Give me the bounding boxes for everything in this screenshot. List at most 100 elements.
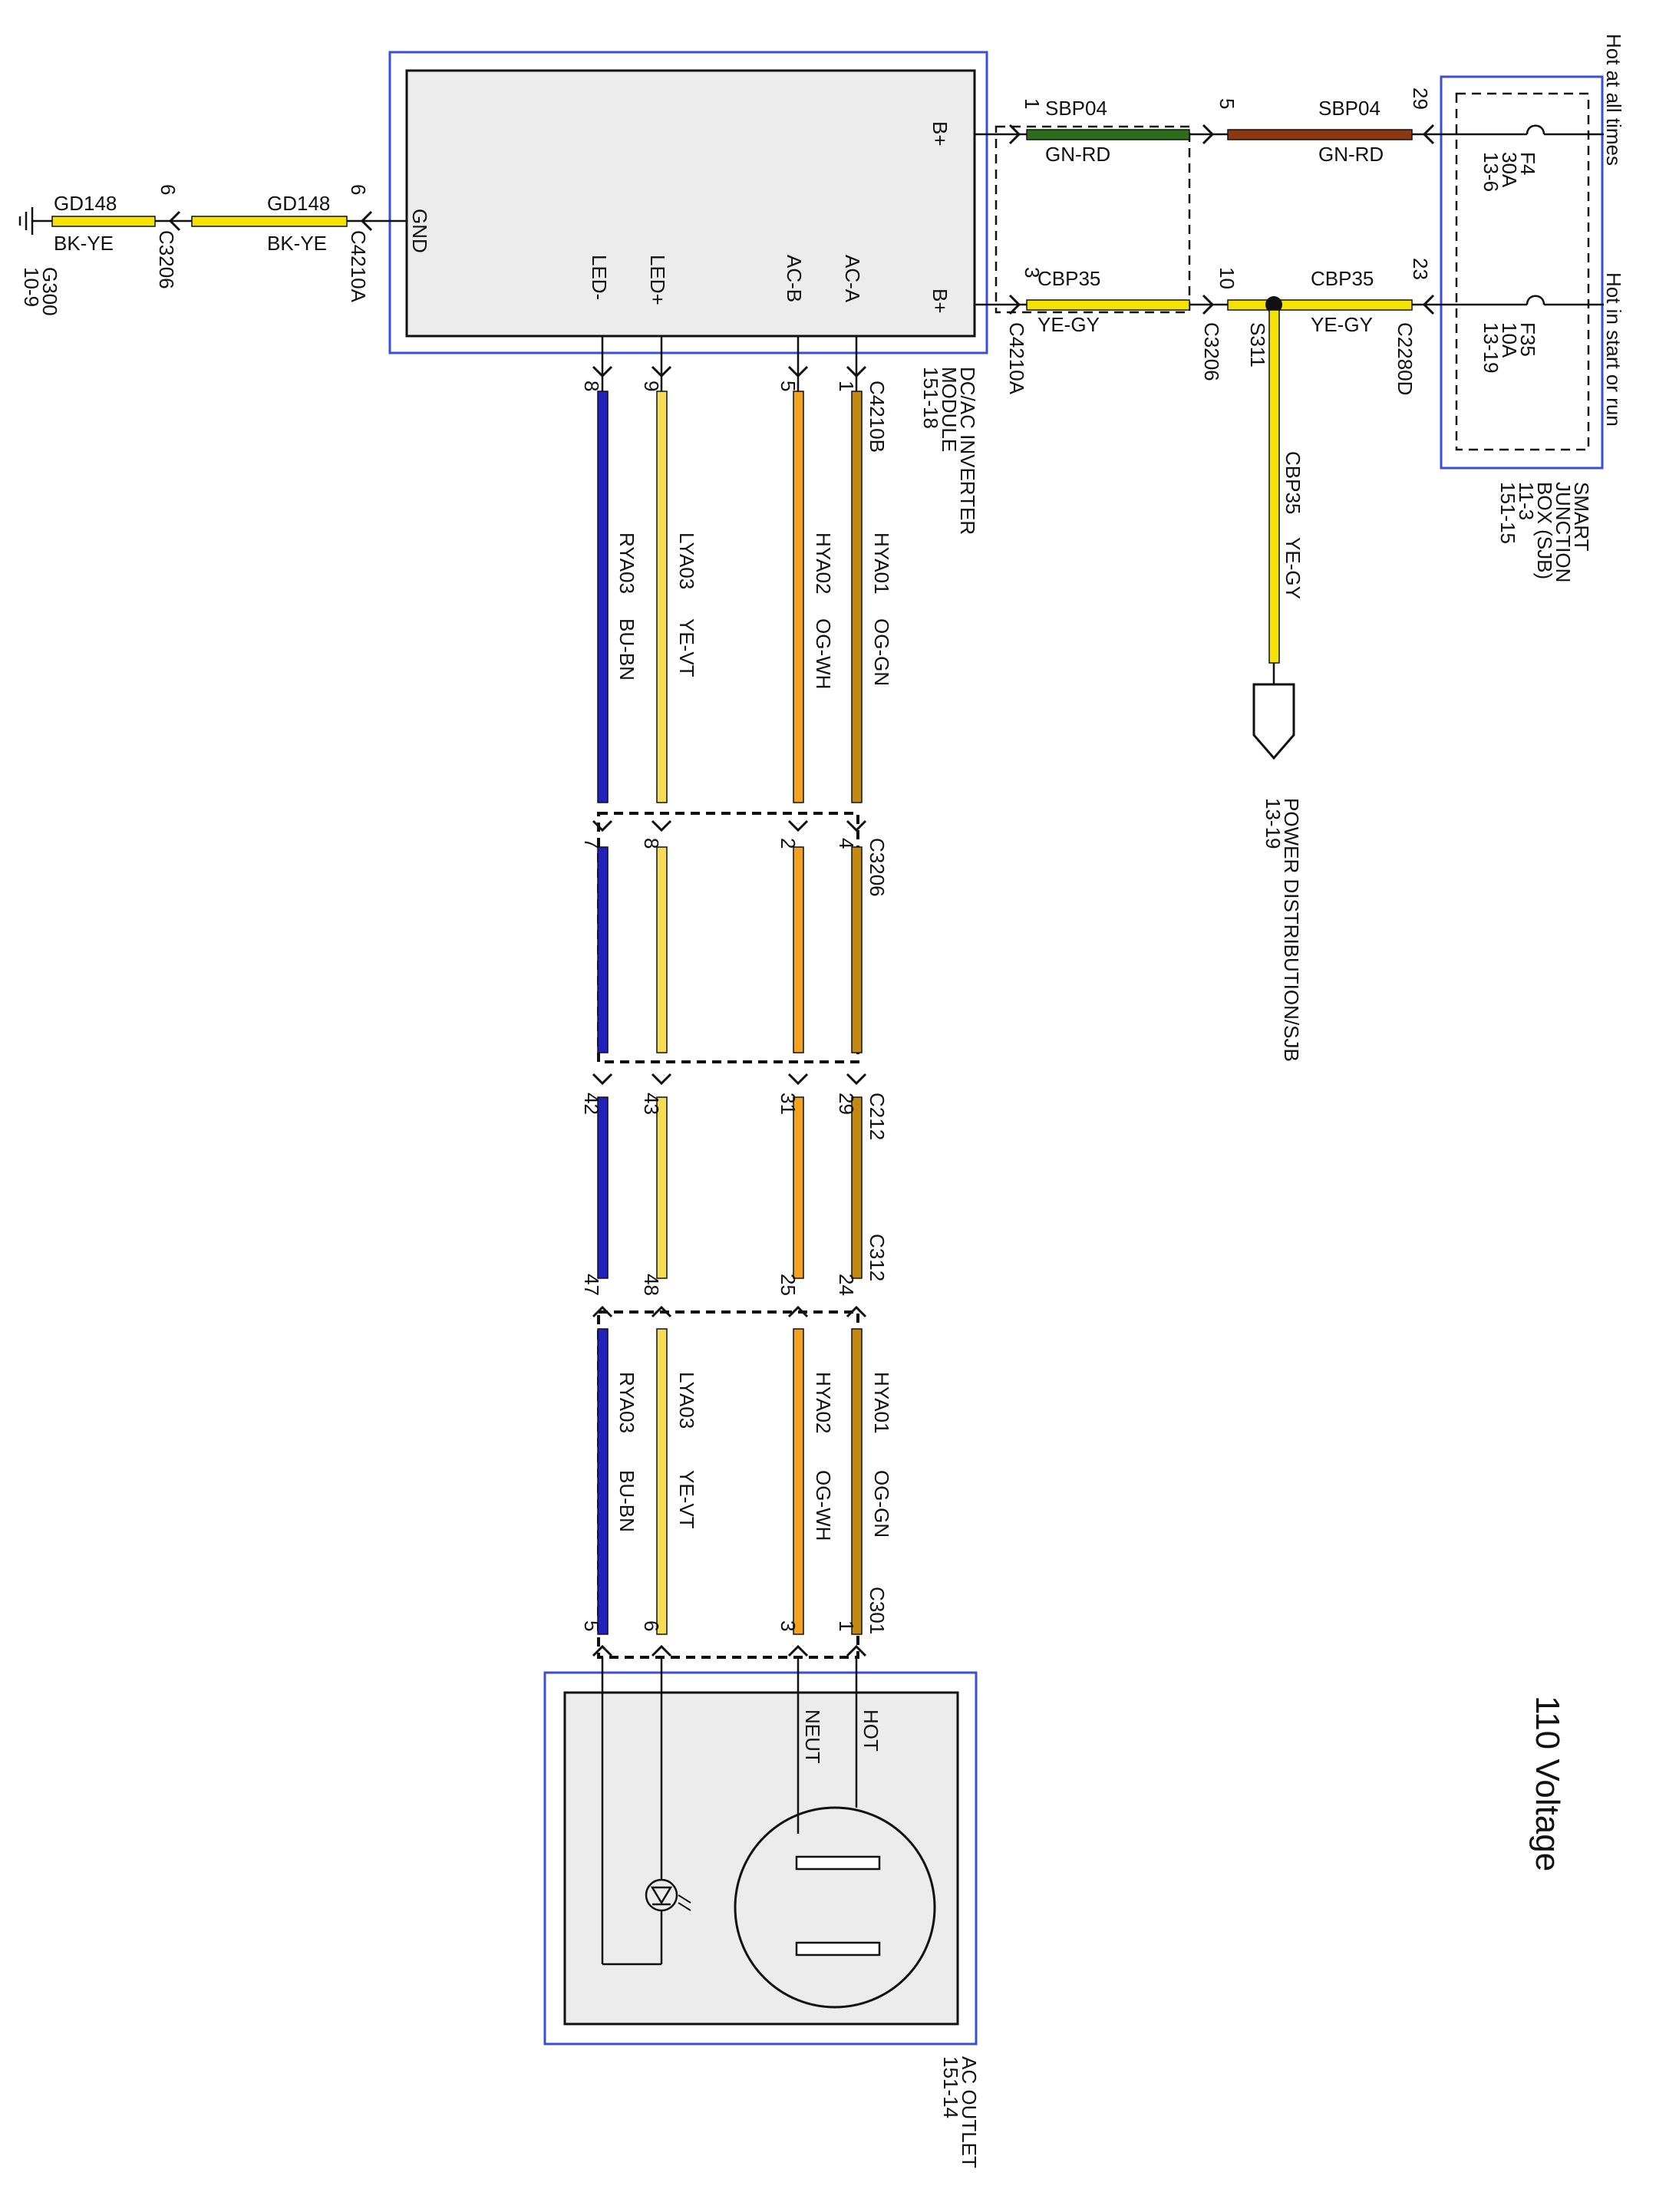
pin-c212-d: 29: [835, 1093, 858, 1115]
inverter-pin-bplus-2: B+: [929, 288, 952, 314]
hya2-circuit-2: HYA02: [812, 1372, 835, 1433]
label-c312: C312: [866, 1234, 889, 1281]
rya-color-1: BU-BN: [615, 618, 638, 681]
lya-circuit-1: LYA03: [675, 532, 698, 589]
c4210a-c3206-dashed: [995, 125, 1191, 314]
sjb-hot-run: Hot in start or run: [1602, 272, 1625, 427]
pin-c212-a: 42: [580, 1093, 603, 1115]
sbp-color-1: GN-RD: [1045, 143, 1110, 166]
arrow-gnd-2: [168, 210, 181, 232]
fuse-f35-ref: 13-19: [1479, 322, 1503, 374]
hya2-color-1: OG-WH: [812, 618, 835, 689]
label-c4210b: C4210B: [866, 381, 889, 453]
inverter-module: GND LED- LED+ AC-B AC-A B+ B+ DC/AC INVE…: [388, 51, 988, 535]
label-c4210a-gnd: C4210A: [347, 230, 370, 303]
hya2-wire-1: [793, 391, 804, 803]
label-c2280d: C2280D: [1394, 322, 1417, 395]
hya1-color-1: OG-GN: [870, 618, 893, 686]
cbp-circuit-3: CBP35: [1282, 451, 1305, 514]
hya2-wire-4: [793, 1328, 804, 1635]
ground-wiring: 6 6 GD148 BK-YE GD148 BK-YE C4210A C3206…: [18, 184, 407, 316]
label-c3206-harness: C3206: [866, 838, 889, 897]
ground-ref: 10-9: [20, 267, 43, 307]
rya-circuit-1: RYA03: [615, 532, 638, 594]
rya-wire-2: [597, 846, 609, 1053]
fuse-f4-icon: [1526, 124, 1545, 135]
sbp-circuit-2: SBP04: [1318, 97, 1380, 120]
inverter-box: [405, 69, 976, 338]
lya-wire-3: [656, 1096, 668, 1279]
arrow-gnd-1: [360, 210, 373, 232]
cbp-wire-2: [1227, 299, 1413, 311]
pin-inv-led-minus: 8: [580, 381, 603, 391]
arrow-sbp-1: [1008, 124, 1021, 145]
pin-gnd-c3206: 6: [157, 184, 180, 195]
label-s311: S311: [1246, 322, 1269, 368]
inverter-pin-aca: AC-A: [841, 255, 864, 303]
pin-inv-acb: 5: [777, 381, 800, 391]
hya1-color-2: OG-GN: [870, 1470, 893, 1538]
inverter-ref: 151-18: [919, 367, 942, 429]
fuse-f4-rating: 30A: [1498, 152, 1521, 188]
ground-name: G300: [38, 267, 61, 316]
pin-c301-c: 3: [777, 1620, 800, 1631]
pin-c3206-a: 7: [580, 838, 603, 849]
cbp-color-1: YE-GY: [1037, 313, 1100, 336]
pin-cbp-inv: 3: [1021, 267, 1044, 278]
pin-c312-a: 47: [580, 1274, 603, 1296]
pin-c212-c: 31: [777, 1093, 800, 1115]
inverter-name-line1: DC/AC INVERTER: [956, 367, 979, 535]
receptacle-icon: [734, 1806, 936, 2009]
pin-sbp-mid: 5: [1216, 98, 1239, 109]
rya-circuit-2: RYA03: [615, 1372, 638, 1433]
gnd-color-2: BK-YE: [54, 232, 114, 255]
diagram-title: 110 Voltage: [1529, 1696, 1566, 1871]
pin-c312-c: 25: [777, 1274, 800, 1296]
fuse-f4-ref: 13-6: [1479, 152, 1503, 192]
pin-c3206-c: 2: [777, 838, 800, 849]
power-dist-ref: 13-19: [1262, 798, 1285, 849]
sjb-frame: [1440, 75, 1604, 470]
hya2-circuit-1: HYA02: [812, 532, 835, 594]
receptacle-slot-neut: [795, 1941, 881, 1957]
pin-sbp-sjb: 29: [1409, 87, 1432, 110]
hya1-wire-2: [851, 846, 863, 1053]
sbp-wire-1: [1026, 129, 1190, 140]
pin-c212-b: 43: [640, 1093, 663, 1115]
pin-cbp-sjb: 23: [1409, 258, 1432, 280]
arrow-cbp-1: [1008, 294, 1021, 315]
inverter-pin-acb: AC-B: [783, 255, 806, 302]
pin-c3206-d: 4: [835, 838, 858, 849]
pin-c301-d: 1: [835, 1620, 858, 1631]
inverter-pin-gnd: GND: [408, 209, 431, 253]
splice-s311: [1265, 296, 1282, 313]
vertical-harness: RYA03 BU-BN LYA03 YE-VT HYA02 OG-WH HYA0…: [580, 336, 893, 1659]
fuse-f35-icon: [1526, 295, 1545, 305]
outlet-name: AC OUTLET: [958, 2056, 981, 2168]
inverter-pin-bplus-1: B+: [929, 121, 952, 147]
fuse-f35-rating: 10A: [1498, 322, 1521, 358]
lya-wire-1: [656, 391, 668, 803]
smart-junction-box: Hot at all times Hot in start or run F4 …: [1404, 34, 1625, 582]
hya1-wire-4: [851, 1328, 863, 1635]
sjb-name-line3: BOX (SJB): [1533, 482, 1556, 579]
inverter-name-line2: MODULE: [938, 367, 961, 452]
pin-c3206-b: 8: [640, 838, 663, 849]
lya-color-2: YE-VT: [675, 1470, 698, 1529]
pin-c301-b: 6: [640, 1620, 663, 1631]
hya2-wire-2: [793, 846, 804, 1053]
pin-inv-led-plus: 9: [640, 381, 663, 391]
top-wiring: 1 5 29 SBP04 GN-RD SBP04 GN-RD 3 10 23 C…: [975, 87, 1435, 1062]
pin-inv-aca: 1: [835, 381, 858, 391]
rya-color-2: BU-BN: [615, 1470, 638, 1532]
outlet-box: [563, 1691, 959, 2026]
hya2-wire-3: [793, 1096, 804, 1279]
label-c3206-top: C3206: [1200, 322, 1223, 381]
label-c212: C212: [866, 1093, 889, 1140]
gnd-circuit-2: GD148: [54, 192, 117, 215]
inverter-frame: [388, 51, 988, 354]
cbp-color-3: YE-GY: [1282, 537, 1305, 599]
fuse-f4-name: F4: [1516, 152, 1539, 175]
arrow-sbp-3: [1422, 124, 1435, 145]
arrow-cbp-2: [1202, 294, 1215, 315]
